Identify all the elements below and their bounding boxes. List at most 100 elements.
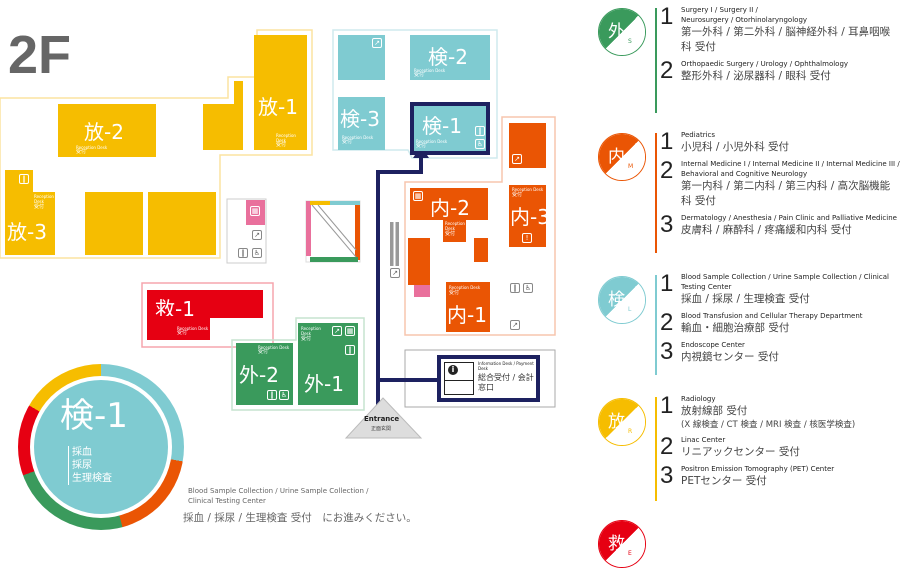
legend-item: 2 Blood Transfusion and Cellular Therapy …	[660, 311, 900, 336]
legend-jp: リニアックセンター 受付	[681, 446, 800, 458]
badge-sub: S	[628, 38, 632, 45]
legend-en: Dermatology / Anesthesia / Pain Clinic a…	[681, 214, 897, 222]
room-label: 内-3	[510, 205, 550, 229]
reception-en: Reception Desk	[276, 133, 296, 143]
reception-en: Reception Desk	[301, 326, 321, 336]
room-emg1-lower: Reception Desk 受付	[147, 316, 210, 340]
room-label: 内-2	[430, 196, 470, 220]
badge-sub: L	[628, 306, 632, 313]
room-lab1-current[interactable]: 検-1 Reception Desk 受付 ‖ ♿	[410, 102, 490, 155]
reception-jp: 受付	[512, 192, 523, 198]
room-med2-desk: Reception Desk 受付	[443, 218, 466, 242]
info-icon: !	[522, 233, 532, 243]
legend-divider	[655, 275, 657, 375]
stairs-icon: ↗	[372, 38, 382, 48]
information-desk[interactable]: i Information Desk / Payment Desk 総合受付 /…	[437, 355, 540, 402]
legend-jp: 放射線部 受付	[681, 405, 748, 417]
legend-divider	[655, 133, 657, 253]
instruction-jp: 採血 / 採尿 / 生理検査 受付 にお進みください。	[183, 512, 417, 524]
route-path	[376, 156, 423, 415]
room-med3[interactable]: Reception Desk 受付 内-3 !	[509, 185, 550, 247]
current-room-label: 検-1	[60, 396, 128, 436]
building-outlines	[0, 29, 556, 439]
room-lab3[interactable]: 検-3 Reception Desk 受付	[338, 97, 385, 150]
reception-jp: 受付	[34, 204, 45, 210]
legend-en: Pediatrics	[681, 131, 716, 139]
badge-kanji: 検	[608, 290, 625, 310]
room-med-a	[408, 238, 430, 285]
legend-number: 1	[660, 270, 674, 297]
legend-number: 3	[660, 211, 674, 238]
room-rad2[interactable]: 放-2 Reception Desk 受付	[58, 104, 156, 157]
legend-en: Radiology	[681, 395, 716, 403]
legend-jp: 採血 / 採尿 / 生理検査 受付	[681, 293, 810, 305]
legend-jp: 内視鏡センター 受付	[681, 351, 779, 363]
room-label: 検-1	[422, 114, 462, 138]
reception-en: Reception Desk	[342, 135, 374, 140]
room-surg2[interactable]: Reception Desk 受付 外-2 ‖ ♿	[236, 343, 293, 405]
escalator-icon: ↗	[390, 268, 400, 278]
room-lab2[interactable]: 検-2 Reception Desk 受付	[410, 35, 490, 80]
legend-en: Linac Center	[681, 436, 726, 444]
room-surg1[interactable]: Reception Desk 受付 ↗ ▦ ‖ 外-1	[298, 323, 358, 405]
legend-en: Orthopaedic Surgery / Urology / Ophthalm…	[681, 60, 849, 68]
info-desk-en: Information Desk / Payment Desk	[478, 361, 534, 371]
room-rad-b	[148, 192, 216, 255]
restroom-icon: ‖	[475, 126, 485, 136]
reception-en: Reception Desk	[445, 221, 465, 231]
restroom-icon: ‖	[19, 174, 29, 184]
room-rad-annex-top	[234, 81, 243, 106]
reception-en: Reception Desk	[512, 187, 544, 192]
room-rad-annex	[203, 104, 243, 150]
reception-jp: 受付	[445, 231, 456, 237]
room-lab-stairs: ↗	[338, 35, 385, 80]
legend-jp: 第一内科 / 第二内科 / 第三内科 / 高次脳機能科 受付	[681, 180, 891, 207]
room-med2[interactable]: ▦ 内-2	[410, 188, 488, 220]
entrance-label: Entrance	[364, 415, 400, 423]
reception-jp: 受付	[276, 142, 287, 148]
legend-number: 2	[660, 309, 674, 336]
reception-jp: 受付	[301, 336, 312, 342]
room-rad1[interactable]: 放-1 Reception Desk 受付	[254, 35, 307, 150]
legend-en: Blood Transfusion and Cellular Therapy D…	[681, 312, 863, 320]
reception-en: Reception Desk	[416, 139, 448, 144]
room-rad-a	[85, 192, 143, 255]
reception-en: Reception Desk	[34, 194, 54, 204]
floor-text: 2F	[8, 25, 72, 85]
reception-jp: 受付	[414, 72, 425, 78]
room-rad3[interactable]: Reception Desk 受付 放-3	[5, 192, 55, 255]
reception-en: Reception Desk	[414, 68, 446, 73]
legend-en: Endoscope Center	[681, 341, 745, 349]
restroom-icon: ‖	[267, 390, 277, 400]
service-item: 採血	[72, 447, 92, 458]
elevator-icon: ▦	[413, 191, 423, 201]
badge-kanji: 救	[608, 534, 625, 554]
restroom-icon: ‖	[345, 345, 355, 355]
legend-jp: 輸血・細胞治療部 受付	[681, 322, 790, 334]
room-label: 検-3	[340, 107, 380, 131]
room-med1[interactable]: Reception Desk 受付 内-1	[446, 282, 490, 332]
stairs-icon: ↗	[510, 320, 520, 330]
legend-number: 2	[660, 57, 674, 84]
legend-item: 3 Dermatology / Anesthesia / Pain Clinic …	[660, 213, 900, 238]
badge-sub: R	[628, 428, 633, 435]
legend-jp: 小児科 / 小児外科 受付	[681, 141, 790, 153]
legend-jp: 皮膚科 / 麻酔科 / 疼痛緩和内科 受付	[681, 224, 852, 236]
entrance-label-jp: 正面玄関	[371, 426, 392, 432]
room-emg1[interactable]: 救-1	[147, 290, 263, 321]
legend-number: 3	[660, 462, 674, 489]
badge-sub: E	[628, 550, 632, 557]
room-med-b	[474, 238, 488, 262]
accessible-restroom-icon: ♿	[252, 248, 262, 258]
